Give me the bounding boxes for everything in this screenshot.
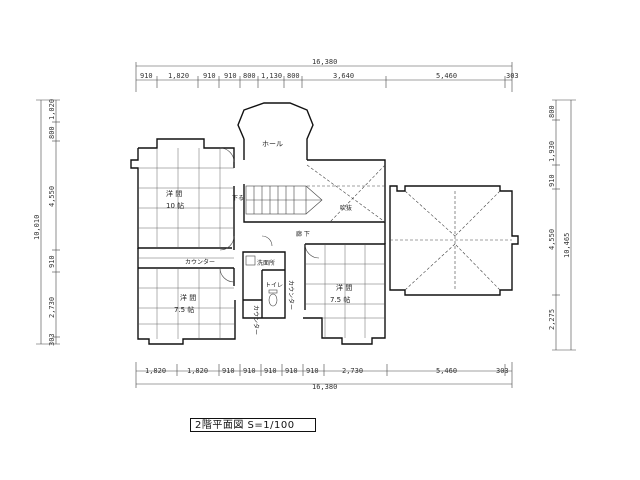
drawing-title: 2階平面図 S=1/100 bbox=[190, 418, 316, 432]
toilet-fixture bbox=[268, 289, 278, 307]
western-room-3-size: 7.5 帖 bbox=[330, 295, 350, 304]
counter-label-2: カウンター bbox=[252, 305, 260, 335]
top-dim-2: 1,820 bbox=[168, 72, 189, 80]
right-dim-3: 910 bbox=[548, 174, 556, 187]
left-dimension-lines bbox=[36, 99, 60, 345]
bottom-dim-10: 303 bbox=[496, 367, 509, 375]
bottom-dim-5: 910 bbox=[264, 367, 277, 375]
left-dim-6: 303 bbox=[48, 333, 56, 346]
left-total-dim: 10,010 bbox=[33, 215, 41, 240]
right-dim-2: 1,930 bbox=[548, 141, 556, 162]
top-dim-3: 910 bbox=[203, 72, 216, 80]
bottom-dim-3: 910 bbox=[222, 367, 235, 375]
left-dim-2: 800 bbox=[48, 126, 56, 139]
left-dim-1: 1,020 bbox=[48, 99, 56, 120]
door-swings bbox=[219, 147, 320, 283]
bottom-dim-7: 910 bbox=[306, 367, 319, 375]
top-dim-7: 800 bbox=[287, 72, 300, 80]
left-dim-4: 910 bbox=[48, 255, 56, 268]
western-room-2-name: 洋 間 bbox=[180, 293, 196, 302]
western-room-2-size: 7.5 帖 bbox=[174, 305, 194, 314]
counter-label-3: カウンター bbox=[287, 280, 295, 310]
top-dim-5: 800 bbox=[243, 72, 256, 80]
washroom-label: 洗面所 bbox=[257, 259, 275, 267]
toilet-label: トイレ bbox=[265, 282, 283, 289]
stair-down-label: 下る bbox=[232, 195, 244, 202]
right-dimension-lines bbox=[552, 99, 576, 351]
top-dim-6: 1,130 bbox=[261, 72, 282, 80]
top-dim-1: 910 bbox=[140, 72, 153, 80]
bottom-dim-1: 1,820 bbox=[145, 367, 166, 375]
top-total-dim: 16,380 bbox=[312, 58, 337, 66]
top-dim-4: 910 bbox=[224, 72, 237, 80]
right-dim-4: 4,550 bbox=[548, 229, 556, 250]
hall-label: ホール bbox=[262, 140, 283, 148]
right-dim-5: 2,275 bbox=[548, 309, 556, 330]
washbasin bbox=[245, 255, 256, 266]
corridor-label: 廊 下 bbox=[296, 230, 310, 238]
atrium-label: 吹抜 bbox=[340, 204, 352, 212]
bottom-dim-2: 1,820 bbox=[187, 367, 208, 375]
atrium-roof-lines bbox=[306, 164, 512, 291]
left-dim-5: 2,730 bbox=[48, 297, 56, 318]
staircase bbox=[245, 185, 323, 215]
floor-grid bbox=[138, 148, 385, 339]
bottom-dim-6: 910 bbox=[285, 367, 298, 375]
bottom-total-dim: 16,380 bbox=[312, 383, 337, 391]
bottom-dim-9: 5,460 bbox=[436, 367, 457, 375]
right-total-dim: 10,465 bbox=[563, 233, 571, 258]
bottom-dim-8: 2,730 bbox=[342, 367, 363, 375]
western-room-1-size: 10 帖 bbox=[166, 201, 184, 210]
top-dimension-lines bbox=[135, 62, 513, 92]
bottom-dimension-lines bbox=[135, 362, 513, 388]
top-dim-8: 3,640 bbox=[333, 72, 354, 80]
western-room-1-name: 洋 間 bbox=[166, 189, 182, 198]
right-dim-1: 800 bbox=[548, 105, 556, 118]
western-room-3-name: 洋 間 bbox=[336, 283, 352, 292]
bottom-dim-4: 910 bbox=[243, 367, 256, 375]
top-dim-10: 303 bbox=[506, 72, 519, 80]
top-dim-9: 5,460 bbox=[436, 72, 457, 80]
counter-label-1: カウンター bbox=[185, 258, 215, 266]
left-dim-3: 4,550 bbox=[48, 186, 56, 207]
